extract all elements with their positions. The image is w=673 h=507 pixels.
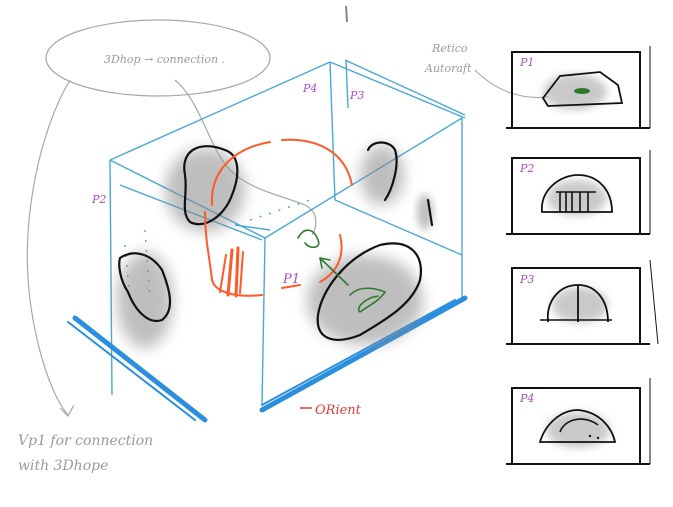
bubble-text: 3Dhop → connection . — [104, 53, 225, 66]
annotation-line2: Autoraft — [424, 62, 472, 75]
annotation-line1: Retico — [431, 42, 468, 55]
base-edges — [67, 295, 468, 423]
orient-label: ORient — [315, 403, 362, 418]
panel-p3: P3 — [506, 259, 659, 345]
panel-label-p2: P2 — [519, 162, 534, 175]
panel-p4: P4 — [506, 378, 651, 465]
green-scribbles — [297, 229, 387, 313]
annotation-arrow — [474, 69, 549, 99]
object-outlines — [118, 141, 434, 341]
panel-label-p3: P3 — [519, 273, 534, 286]
face-label-p4: P4 — [302, 82, 317, 95]
bottom-note-line2: with 3Dhope — [18, 458, 108, 474]
red-structure — [204, 138, 353, 298]
face-label-p3: P3 — [349, 89, 364, 102]
panel-p1: P1 — [506, 46, 651, 129]
face-label-p2: P2 — [91, 193, 106, 206]
face-label-p1: P1 — [282, 272, 300, 287]
panel-label-p4: P4 — [519, 392, 534, 405]
panel-p2: P2 — [506, 150, 651, 235]
top-mark — [345, 5, 348, 23]
bottom-note-line1: Vp1 for connection — [18, 433, 153, 449]
panel-label-p1: P1 — [519, 56, 534, 69]
